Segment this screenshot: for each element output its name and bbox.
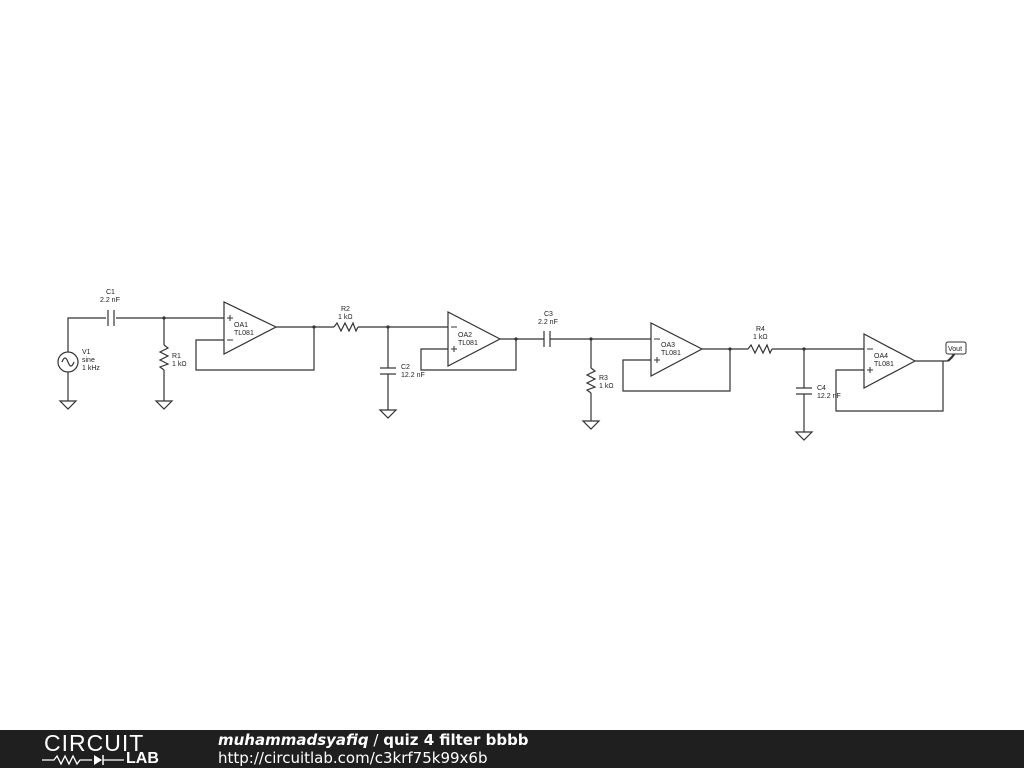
r3-value: 1 kΩ [599, 383, 614, 390]
title-separator: / [368, 731, 384, 749]
v1-name: V1 [82, 349, 91, 356]
r3-name: R3 [599, 375, 608, 382]
resistor-r3[interactable]: R3 1 kΩ [585, 367, 614, 394]
circuitlab-logo[interactable]: CIRCUIT LAB [40, 730, 180, 768]
r4-name: R4 [756, 326, 765, 333]
circuit-title-line: muhammadsyafiq / quiz 4 filter bbbb [218, 731, 529, 749]
oa4-name: OA4 [874, 353, 888, 360]
opamp-oa3[interactable]: OA3 TL081 [650, 322, 704, 377]
opamp-oa2[interactable]: OA2 TL081 [447, 311, 502, 367]
resistor-r2[interactable]: R2 1 kΩ [333, 306, 359, 333]
circuit-url[interactable]: http://circuitlab.com/c3krf75k99x6b [218, 749, 488, 767]
c4-name: C4 [817, 385, 826, 392]
footer-bar: CIRCUIT LAB muhammadsyafiq / quiz 4 filt… [0, 730, 1024, 768]
ground-icon [581, 420, 601, 430]
oa1-model: TL081 [234, 330, 254, 337]
c3-value: 2.2 nF [538, 319, 558, 326]
junctions [162, 316, 806, 351]
r4-value: 1 kΩ [753, 334, 768, 341]
oa4-model: TL081 [874, 361, 894, 368]
oa2-model: TL081 [458, 340, 478, 347]
oa2-name: OA2 [458, 332, 472, 339]
oa1-name: OA1 [234, 322, 248, 329]
ground-icon [58, 400, 78, 410]
c2-name: C2 [401, 364, 410, 371]
c2-value: 12.2 nF [401, 372, 425, 379]
author-link[interactable]: muhammadsyafiq [218, 731, 369, 749]
oa3-model: TL081 [661, 350, 681, 357]
r1-name: R1 [172, 353, 181, 360]
r1-value: 1 kΩ [172, 361, 187, 368]
source-v1[interactable]: V1 sine 1 kHz [57, 349, 100, 373]
r2-name: R2 [341, 306, 350, 313]
resistor-r4[interactable]: R4 1 kΩ [747, 326, 773, 355]
capacitor-c3[interactable]: C3 2.2 nF [538, 311, 558, 347]
logo-resistor-diode-icon [42, 754, 124, 766]
r2-value: 1 kΩ [338, 314, 353, 321]
ground-icon [154, 400, 174, 410]
c3-name: C3 [544, 311, 553, 318]
v1-value: 1 kHz [82, 365, 100, 372]
oa3-name: OA3 [661, 342, 675, 349]
vout-text: Vout [948, 346, 962, 353]
vout-label[interactable]: Vout [945, 341, 967, 362]
schematic-canvas: V1 sine 1 kHz C1 2.2 nF R1 1 kΩ OA1 TL08… [57, 289, 967, 441]
resistor-r1[interactable]: R1 1 kΩ [158, 344, 187, 371]
logo-word-circuit: CIRCUIT [44, 730, 145, 756]
wires [67, 317, 948, 432]
ground-icon [378, 409, 398, 419]
c1-value: 2.2 nF [100, 297, 120, 304]
opamp-oa1[interactable]: OA1 TL081 [223, 301, 278, 355]
v1-type: sine [82, 357, 95, 364]
logo-word-lab: LAB [126, 750, 159, 767]
ground-icon [794, 431, 814, 441]
c1-name: C1 [106, 289, 115, 296]
capacitor-c2[interactable]: C2 12.2 nF [380, 364, 425, 379]
capacitor-c4[interactable]: C4 12.2 nF [796, 385, 841, 400]
opamp-oa4[interactable]: OA4 TL081 [863, 333, 917, 389]
c4-value: 12.2 nF [817, 393, 841, 400]
capacitor-c1[interactable]: C1 2.2 nF [100, 289, 120, 326]
circuit-title[interactable]: quiz 4 filter bbbb [383, 731, 529, 749]
